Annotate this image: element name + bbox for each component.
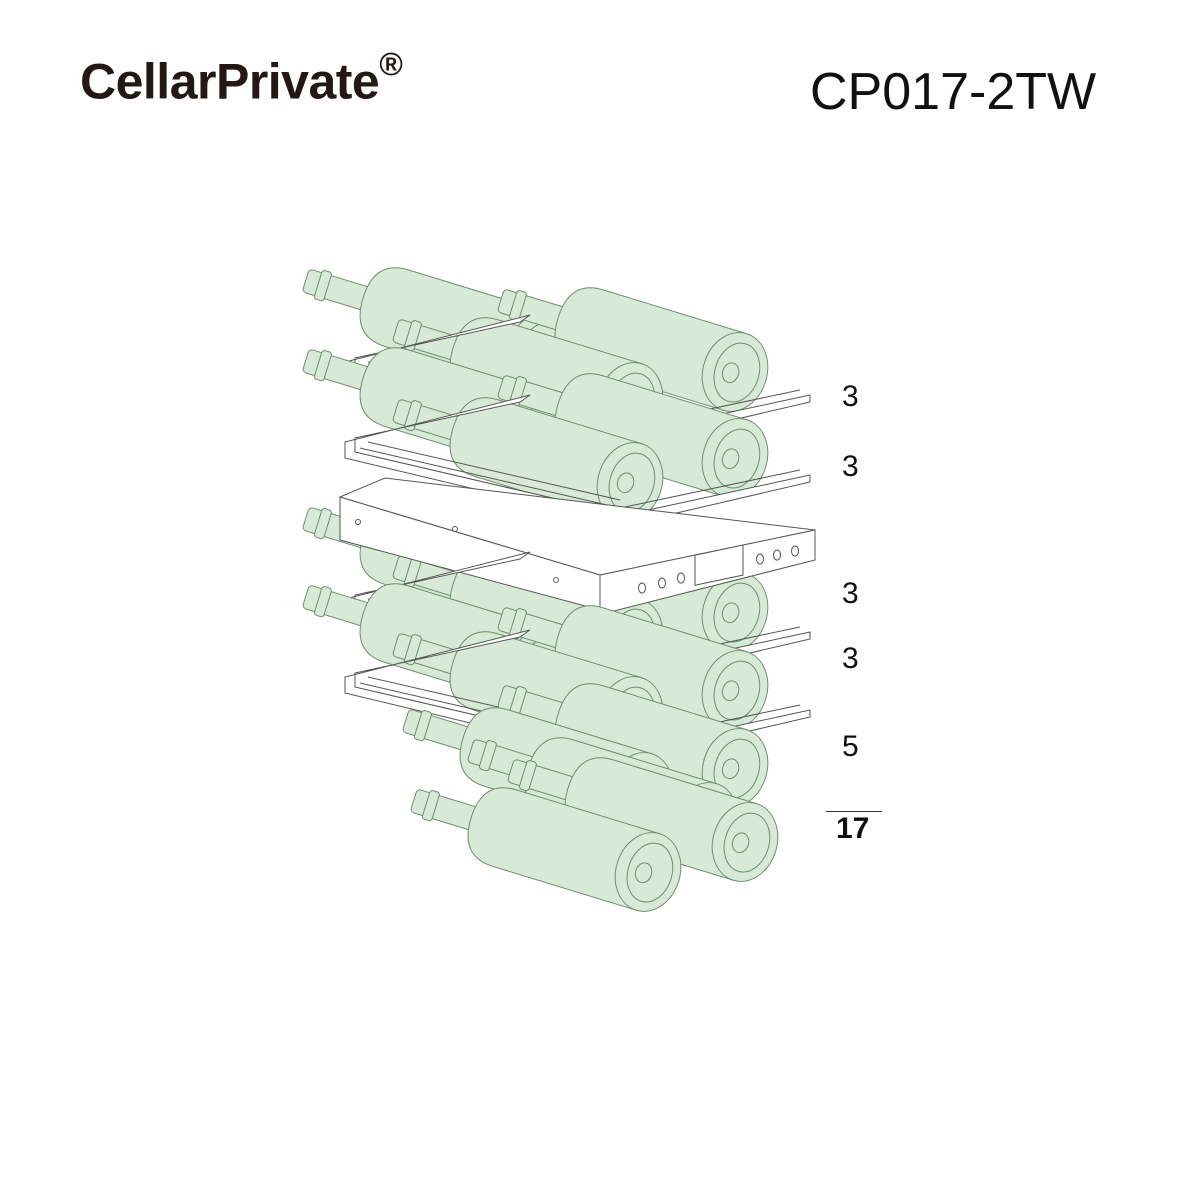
shelf-4-count: 3 xyxy=(842,642,859,675)
control-button-icon xyxy=(773,549,781,561)
bottle xyxy=(392,397,664,522)
control-button-icon xyxy=(658,577,666,589)
control-button-icon xyxy=(638,582,646,594)
brand-logo: CellarPrivate® xyxy=(80,46,403,111)
bottle xyxy=(497,287,769,412)
control-button-icon xyxy=(677,572,685,584)
control-button-icon xyxy=(791,545,799,557)
registered-mark: ® xyxy=(379,46,403,82)
control-button-icon xyxy=(756,553,764,565)
brand-name: CellarPrivate xyxy=(80,53,380,110)
bottle xyxy=(497,373,769,498)
sum-line xyxy=(826,811,882,812)
shelf-1-count: 3 xyxy=(842,380,859,413)
bottom-count: 5 xyxy=(842,730,859,763)
control-drawer xyxy=(338,477,816,613)
bottle xyxy=(497,605,769,730)
model-number: CP017-2TW xyxy=(810,63,1097,121)
bottle xyxy=(410,787,682,912)
shelf-2-count: 3 xyxy=(842,450,859,483)
total-count: 17 xyxy=(836,812,870,845)
shelf-3-count: 3 xyxy=(842,577,859,610)
